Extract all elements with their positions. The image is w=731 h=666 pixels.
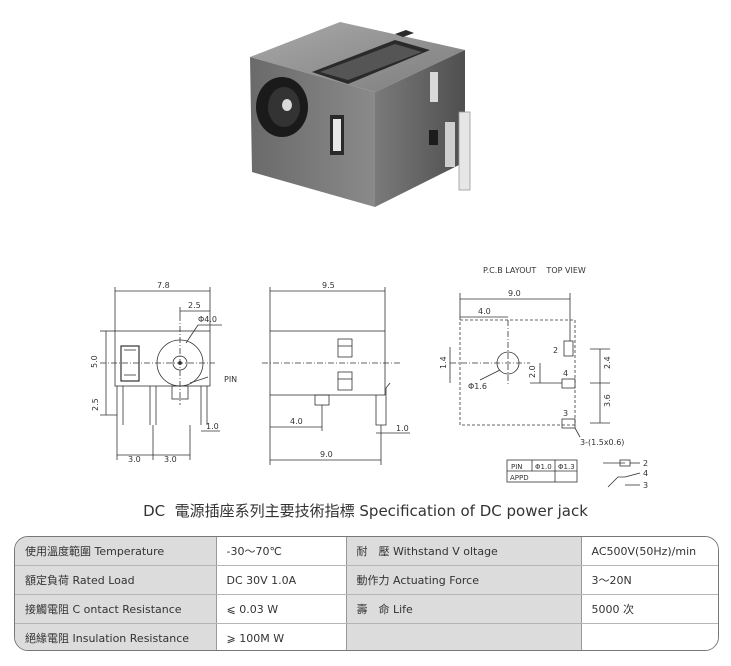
spec-heading-cn: DC 電源插座系列主要技術指標 [143,502,355,520]
technical-drawing: 7.8 2.5 Φ4.0 5.0 2.5 PIN 1.0 3.0 3.0 9.5… [90,266,648,490]
pad-4: 4 [563,369,568,378]
dim-9-0-pcb: 9.0 [508,289,521,298]
pin-table-pin: PIN [511,463,523,471]
pcb-outline [459,319,576,426]
table-row: 使用溫度範圍 Temperature -30～70℃ 耐 壓 Withstand… [15,537,718,566]
table-row: 絕緣電阻 Insulation Resistance ⩾ 100M W [15,623,718,650]
schematic-3: 3 [643,481,648,490]
schematic-4: 4 [643,469,648,478]
spec-value: 5000 次 [581,594,718,624]
dim-1-0-front: 1.0 [206,422,219,431]
dim-phi-4-0: Φ4.0 [198,315,217,324]
dim-3-0-b: 3.0 [164,455,177,464]
spec-value: -30～70℃ [216,537,347,566]
pin-table-phi13: Φ1.3 [558,463,575,471]
spec-label: 接觸電阻 C ontact Resistance [15,594,217,624]
dim-1-0-side: 1.0 [396,424,409,433]
spec-label: 動作力 Actuating Force [346,565,582,595]
pcb-layout-title: P.C.B LAYOUT TOP VIEW [483,266,586,275]
pin-table-phi10: Φ1.0 [535,463,552,471]
dim-phi-1-6: Φ1.6 [468,382,487,391]
table-row: 額定負荷 Rated Load DC 30V 1.0A 動作力 Actuatin… [15,565,718,595]
dim-9-0-side: 9.0 [320,450,333,459]
spec-value: ⩾ 100M W [216,623,347,650]
spec-label: 耐 壓 Withstand V oltage [346,537,582,566]
front-view-body [114,330,211,387]
dim-3-0-a: 3.0 [128,455,141,464]
spec-heading: DC 電源插座系列主要技術指標 Specification of DC powe… [0,500,731,521]
dim-9-5: 9.5 [322,281,335,290]
spec-label [346,623,582,650]
spec-label: 額定負荷 Rated Load [15,565,217,595]
dim-2-5-side: 2.5 [91,398,100,411]
spec-value [581,623,718,650]
spec-table: 使用溫度範圍 Temperature -30～70℃ 耐 壓 Withstand… [14,536,719,651]
dim-2-4: 2.4 [603,356,612,369]
spec-value: DC 30V 1.0A [216,565,347,595]
dim-4-0-pcb: 4.0 [478,307,491,316]
dim-3-6: 3.6 [603,394,612,407]
dim-7-8: 7.8 [157,281,170,290]
pin-table-appd: APPD [510,474,529,482]
spec-value: AC500V(50Hz)/min [581,537,718,566]
dim-5-0: 5.0 [90,355,99,368]
spec-value: ⩽ 0.03 W [216,594,347,624]
dim-4-0-side: 4.0 [290,417,303,426]
spec-value: 3～20N [581,565,718,595]
pad-3: 3 [563,409,568,418]
dim-2-5-top: 2.5 [188,301,201,310]
schematic-2: 2 [643,459,648,468]
table-row: 接觸電阻 C ontact Resistance ⩽ 0.03 W 壽 命 Li… [15,594,718,624]
spec-label: 使用溫度範圍 Temperature [15,537,217,566]
product-photo [250,22,471,207]
spec-heading-en: Specification of DC power jack [359,502,588,520]
dim-2-0: 2.0 [528,365,537,378]
spec-label: 壽 命 Life [346,594,582,624]
slot-spec: 3-(1.5x0.6) [580,438,624,447]
spec-label: 絕緣電阻 Insulation Resistance [15,623,217,650]
dim-1-4: 1.4 [439,356,448,369]
pin-label: PIN [224,375,237,384]
pad-2: 2 [553,346,558,355]
